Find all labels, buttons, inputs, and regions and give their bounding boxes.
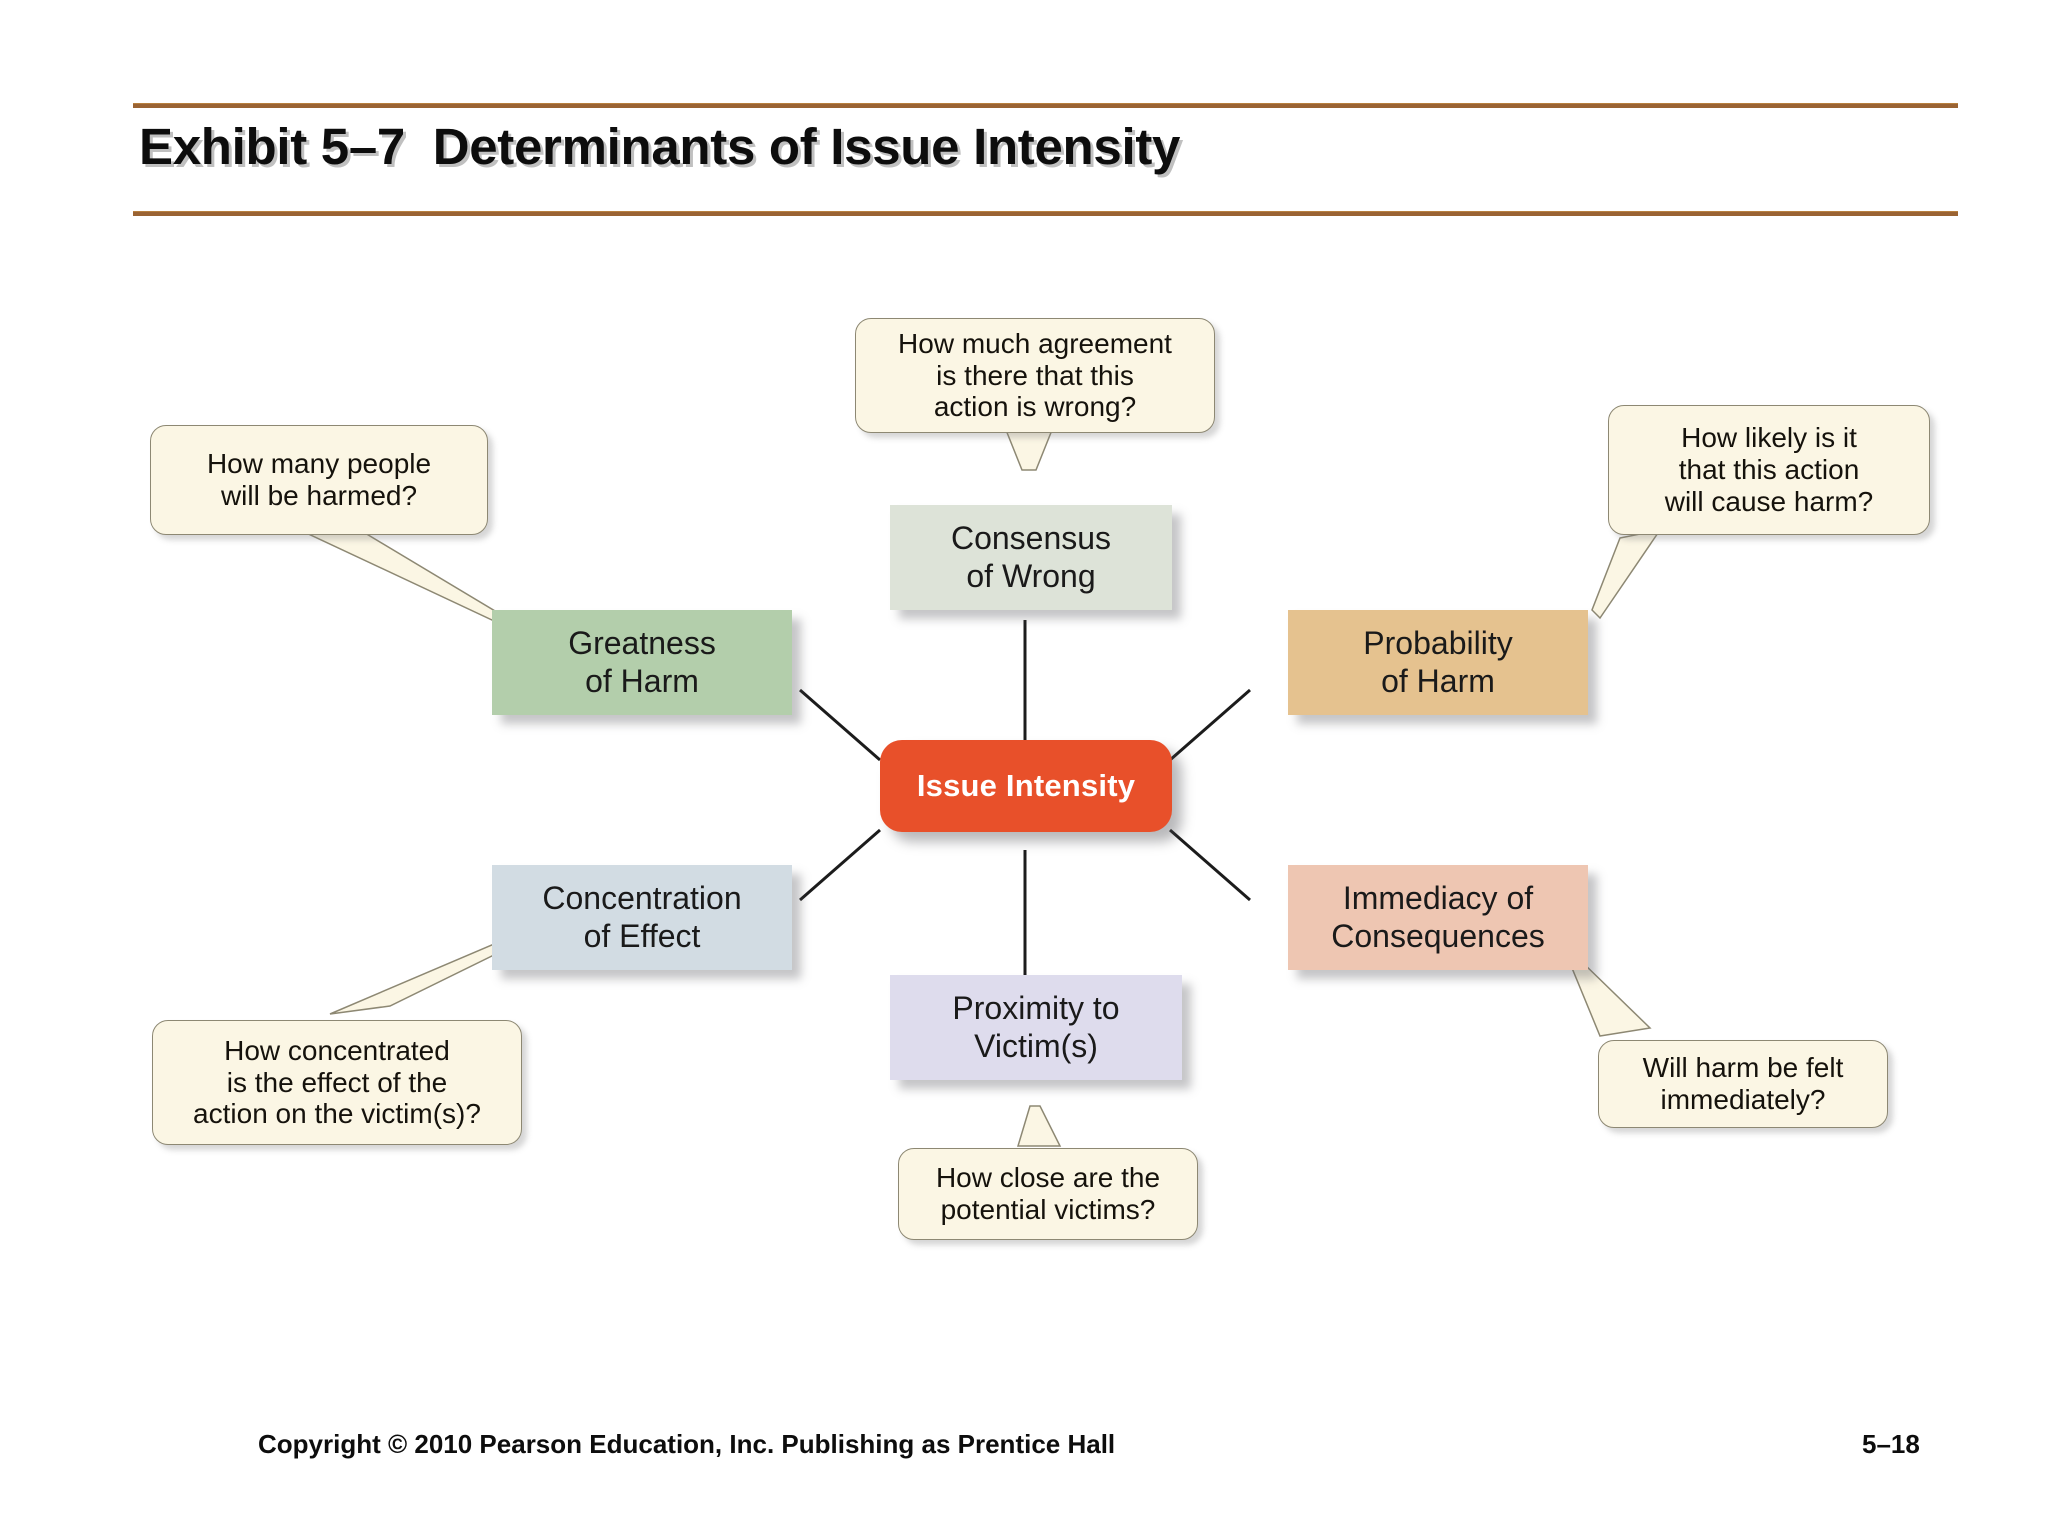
node-label: Probability of Harm bbox=[1363, 625, 1513, 699]
spoke-probability-of-harm bbox=[1169, 688, 1251, 762]
header-rule-bottom bbox=[133, 211, 1958, 216]
callout-text: How concentrated is the effect of the ac… bbox=[193, 1034, 481, 1130]
callout-text: How many people will be harmed? bbox=[206, 448, 432, 511]
callout-text: How much agreement is there that this ac… bbox=[898, 327, 1172, 423]
callout-probability-of-harm: How likely is it that this action will c… bbox=[1608, 405, 1930, 535]
node-probability-of-harm[interactable]: Probability of Harm bbox=[1288, 610, 1588, 715]
callout-immediacy-of-consequences: Will harm be felt immediately? bbox=[1598, 1040, 1888, 1128]
tail-concentration-of-effect bbox=[329, 943, 502, 1015]
spoke-greatness-of-harm bbox=[799, 688, 881, 762]
callout-consensus-of-wrong: How much agreement is there that this ac… bbox=[855, 318, 1215, 433]
spoke-concentration-of-effect bbox=[799, 828, 881, 902]
node-consensus-of-wrong[interactable]: Consensus of Wrong bbox=[890, 505, 1172, 610]
node-label: Greatness of Harm bbox=[568, 625, 716, 699]
callout-proximity-to-victims: How close are the potential victims? bbox=[898, 1148, 1198, 1240]
tail-proximity-to-victims bbox=[1016, 1105, 1062, 1147]
callout-greatness-of-harm: How many people will be harmed? bbox=[150, 425, 488, 535]
callout-text: Will harm be felt immediately? bbox=[1642, 1052, 1844, 1115]
tail-probability-of-harm bbox=[1591, 528, 1662, 620]
tail-greatness-of-harm bbox=[297, 523, 502, 621]
node-issue-intensity[interactable]: Issue Intensity bbox=[880, 740, 1172, 832]
callout-text: How close are the potential victims? bbox=[935, 1162, 1161, 1225]
node-label: Immediacy of Consequences bbox=[1331, 880, 1545, 954]
node-label: Issue Intensity bbox=[916, 768, 1136, 804]
node-concentration-of-effect[interactable]: Concentration of Effect bbox=[492, 865, 792, 970]
node-immediacy-of-consequences[interactable]: Immediacy of Consequences bbox=[1288, 865, 1588, 970]
node-label: Consensus of Wrong bbox=[950, 520, 1112, 594]
node-label: Proximity to Victim(s) bbox=[952, 990, 1120, 1064]
callout-concentration-of-effect: How concentrated is the effect of the ac… bbox=[152, 1020, 522, 1145]
tail-immediacy-of-consequences bbox=[1571, 958, 1652, 1037]
header-rule-top bbox=[133, 103, 1958, 108]
node-greatness-of-harm[interactable]: Greatness of Harm bbox=[492, 610, 792, 715]
node-label: Concentration of Effect bbox=[542, 880, 742, 954]
spoke-immediacy-of-consequences bbox=[1169, 828, 1251, 902]
footer-copyright: Copyright © 2010 Pearson Education, Inc.… bbox=[258, 1429, 1116, 1459]
slide-header: Exhibit 5–7 Determinants of Issue Intens… bbox=[133, 103, 1958, 216]
footer-page-number: 5–18 bbox=[1862, 1429, 1920, 1459]
tail-consensus-of-wrong bbox=[1004, 429, 1054, 471]
node-proximity-to-victims[interactable]: Proximity to Victim(s) bbox=[890, 975, 1182, 1080]
callout-text: How likely is it that this action will c… bbox=[1664, 422, 1874, 517]
page-title: Exhibit 5–7 Determinants of Issue Intens… bbox=[139, 118, 1181, 175]
